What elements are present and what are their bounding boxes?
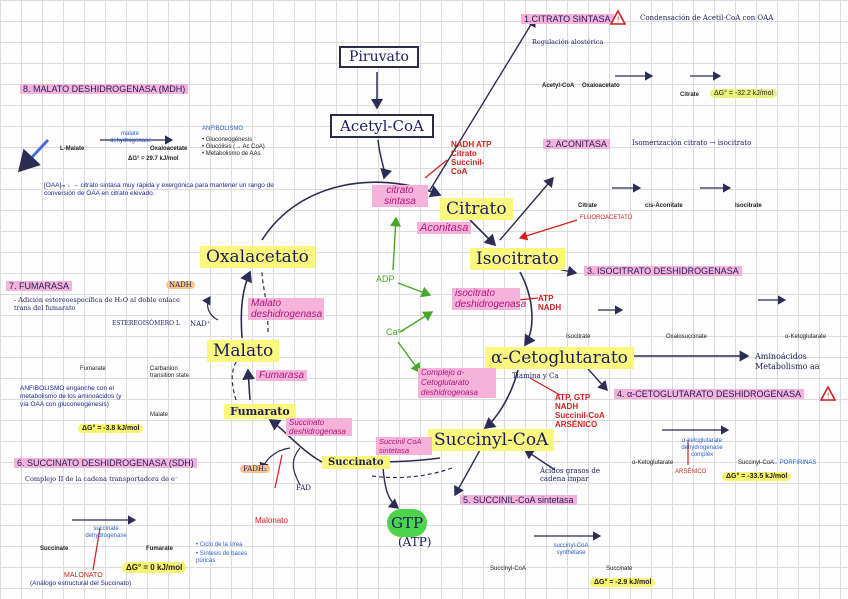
warning-icon: ! bbox=[610, 10, 626, 25]
nadh-badge: NADH bbox=[166, 281, 195, 289]
acidos-grasos-label: Ácidos grasos de cadena impar bbox=[540, 467, 600, 483]
section8-item2: • Glucólisis (→ Ac CoA) bbox=[202, 144, 265, 150]
gtp-node: GTP bbox=[387, 509, 427, 537]
section7-anfibolismo: ANFIBOLISMO enganche con el metabolismo … bbox=[20, 385, 125, 409]
isocitrato-label: Isocitrato bbox=[470, 248, 565, 270]
section2-cis: cis-Aconitate bbox=[645, 203, 683, 209]
section2-title: 2. ACONITASA bbox=[543, 139, 610, 149]
section4-scoa: Succinyl-CoA bbox=[738, 460, 774, 466]
enzyme-aconitasa: Aconitasa bbox=[417, 222, 471, 234]
section8-oaa-note: [OAA]ₘ ↓ → citrato sintasa muy rápida y … bbox=[44, 182, 274, 198]
alfa-cetoglutarato-label: α-Cetoglutarato bbox=[485, 347, 634, 369]
section6-title: 6. SUCCINATO DESHIDROGENASA (SDH) bbox=[14, 458, 197, 468]
section6-deltag: ΔG° = 0 kJ/mol bbox=[122, 562, 186, 573]
section3-iso: Isocitrate bbox=[566, 334, 590, 340]
adp-activator: ADP bbox=[376, 274, 395, 284]
section8-enzyme: malate dehydrogenase bbox=[110, 131, 150, 145]
enzyme-citrato-sintasa: citrato sintasa bbox=[372, 185, 428, 207]
fumarato-label: Fumarato bbox=[224, 404, 296, 419]
enzyme-succinil-coa-sintetasa: Succinil CoA sintetasa bbox=[376, 437, 432, 455]
nad-plus-label: NAD⁺ bbox=[190, 320, 211, 328]
section5-enzyme: succinyl-CoA synthetase bbox=[546, 543, 596, 557]
succinato-label: Succinato bbox=[322, 456, 390, 469]
malato-label: Malato bbox=[207, 340, 279, 362]
section5-succ: Succinate bbox=[606, 566, 632, 572]
atp-paren-label: (ATP) bbox=[398, 535, 431, 549]
tiamina-label: Tiamina y Ca bbox=[512, 372, 559, 380]
section7-note: - Adición estereoespecífica de H₂O al do… bbox=[14, 296, 194, 312]
section8-anfibolismo: ANFIBOLISMO bbox=[202, 126, 243, 132]
section7-malate: Malate bbox=[150, 412, 168, 418]
section7-fumarate: Fumarate bbox=[80, 366, 106, 372]
section4-enzyme: α-ketoglutarate dehydrogenase complex bbox=[672, 438, 732, 459]
section8-item1: • Gluconeogénesis bbox=[202, 137, 252, 143]
section8-deltag: ΔG° = 29.7 kJ/mol bbox=[128, 156, 179, 162]
section3-title: 3. ISOCITRATO DESHIDROGENASA bbox=[584, 266, 742, 276]
section1-acetyl: Acetyl-CoA bbox=[542, 83, 574, 89]
section3-akg: α-Ketoglutarate bbox=[785, 334, 826, 340]
section1-regulation: Regulación alostérica bbox=[532, 38, 603, 46]
section8-title: 8. MALATO DESHIDROGENASA (MDH) bbox=[20, 84, 188, 94]
section6-puricas: • Síntesis de bases púricas bbox=[196, 551, 252, 565]
oxalacetato-label: Oxalacetato bbox=[200, 246, 315, 268]
section5-deltag: ΔG° = -2.9 kJ/mol bbox=[590, 578, 655, 587]
section2-citrate: Citrate bbox=[578, 203, 597, 209]
svg-text:!: ! bbox=[617, 16, 619, 25]
enzyme-isocitrato-dh: isocitrato deshidrogenasa bbox=[452, 288, 520, 310]
section7-carbanion: Carbanion transition state bbox=[150, 366, 190, 380]
enzyme-fumarasa: Fumarasa bbox=[256, 370, 307, 381]
warning-icon: ! bbox=[820, 386, 836, 401]
section4-arsenico: ARSÉNICO bbox=[675, 468, 706, 477]
section1-citrate: Citrate bbox=[680, 92, 699, 98]
section6-analogo: (Análogo estructural del Succinato) bbox=[30, 580, 131, 587]
citrato-sintasa-inhibitors: NADH ATP Citrato Succinil-CoA bbox=[451, 140, 495, 176]
section1-oaa: Oxaloacetato bbox=[582, 83, 620, 89]
section4-akg: α-Ketoglutarate bbox=[632, 460, 673, 466]
section4-title: 4. α-CETOGLUTARATO DESHIDROGENASA bbox=[614, 389, 804, 399]
section8-malate: L-Malate bbox=[60, 146, 84, 152]
section2-note: Isomerización citrato → isocitrato bbox=[632, 139, 751, 147]
malonato-inhibitor: Malonato bbox=[255, 516, 288, 525]
section4-porfirinas: → PORFIRINAS bbox=[772, 460, 816, 466]
aminoacids-label: Aminoácidos Metabolismo aa bbox=[755, 352, 825, 372]
section5-scoa: Succinyl-CoA bbox=[490, 566, 526, 572]
svg-text:!: ! bbox=[827, 392, 829, 401]
fad-label: FAD bbox=[296, 484, 311, 492]
calcium-activator: Ca²⁺ bbox=[386, 327, 405, 338]
section1-title: 1.CITRATO SINTASA bbox=[521, 14, 614, 24]
section6-succ: Succinate bbox=[40, 546, 68, 552]
section1-deltag: ΔG° = -32.2 kJ/mol bbox=[710, 89, 777, 98]
section7-stereo: ESTEREOISÓMERO L bbox=[112, 320, 180, 327]
section6-urea: • Ciclo de la Urea bbox=[196, 542, 242, 548]
section7-deltag: ΔG° = -3.8 kJ/mol bbox=[78, 424, 143, 433]
section6-enzyme: succinate dehydrogenase bbox=[84, 526, 128, 540]
enzyme-malato-dh: Malato deshidrogenasa bbox=[248, 298, 324, 320]
section6-malonato: MALONATO bbox=[64, 571, 103, 580]
akg-dh-inhibitors: ATP, GTP NADH Succinil-CoA ARSÉNICO bbox=[555, 393, 605, 429]
enzyme-succinato-dh: Succinato deshidrogenasa bbox=[286, 418, 352, 436]
section2-iso: Isocitrate bbox=[735, 203, 762, 209]
section1-note: Condensación de Acetil-CoA con OAA bbox=[640, 14, 773, 22]
section8-oxa: Oxaloacetate bbox=[150, 146, 187, 152]
section2-fluoro: FLUOROACETATO bbox=[580, 214, 632, 223]
section6-fum: Fumarate bbox=[146, 546, 173, 552]
enzyme-complejo-akg: Complejo α-Cetoglutarato deshidrogenasa bbox=[418, 368, 496, 398]
section3-oxalo: Oxalosuccinate bbox=[666, 334, 707, 340]
section8-item3: • Metabolismo de AAs bbox=[202, 151, 260, 157]
section7-title: 7. FUMARASA bbox=[6, 281, 72, 291]
section4-deltag: ΔG° = -33.5 kJ/mol bbox=[722, 472, 791, 481]
fadh2-badge: FADH₂ bbox=[240, 465, 270, 473]
acetyl-coa-box: Acetyl-CoA bbox=[330, 114, 434, 138]
section5-title: 5. SUCCINIL-CoA sintetasa bbox=[460, 495, 577, 505]
section6-note: Complejo II de la cadena transportadora … bbox=[25, 475, 178, 483]
piruvato-box: Piruvato bbox=[339, 46, 419, 68]
citrato-label: Citrato bbox=[440, 198, 513, 220]
idh-inhibitors: ATP NADH bbox=[538, 294, 568, 312]
succinyl-coa-label: Succinyl-CoA bbox=[428, 429, 554, 451]
